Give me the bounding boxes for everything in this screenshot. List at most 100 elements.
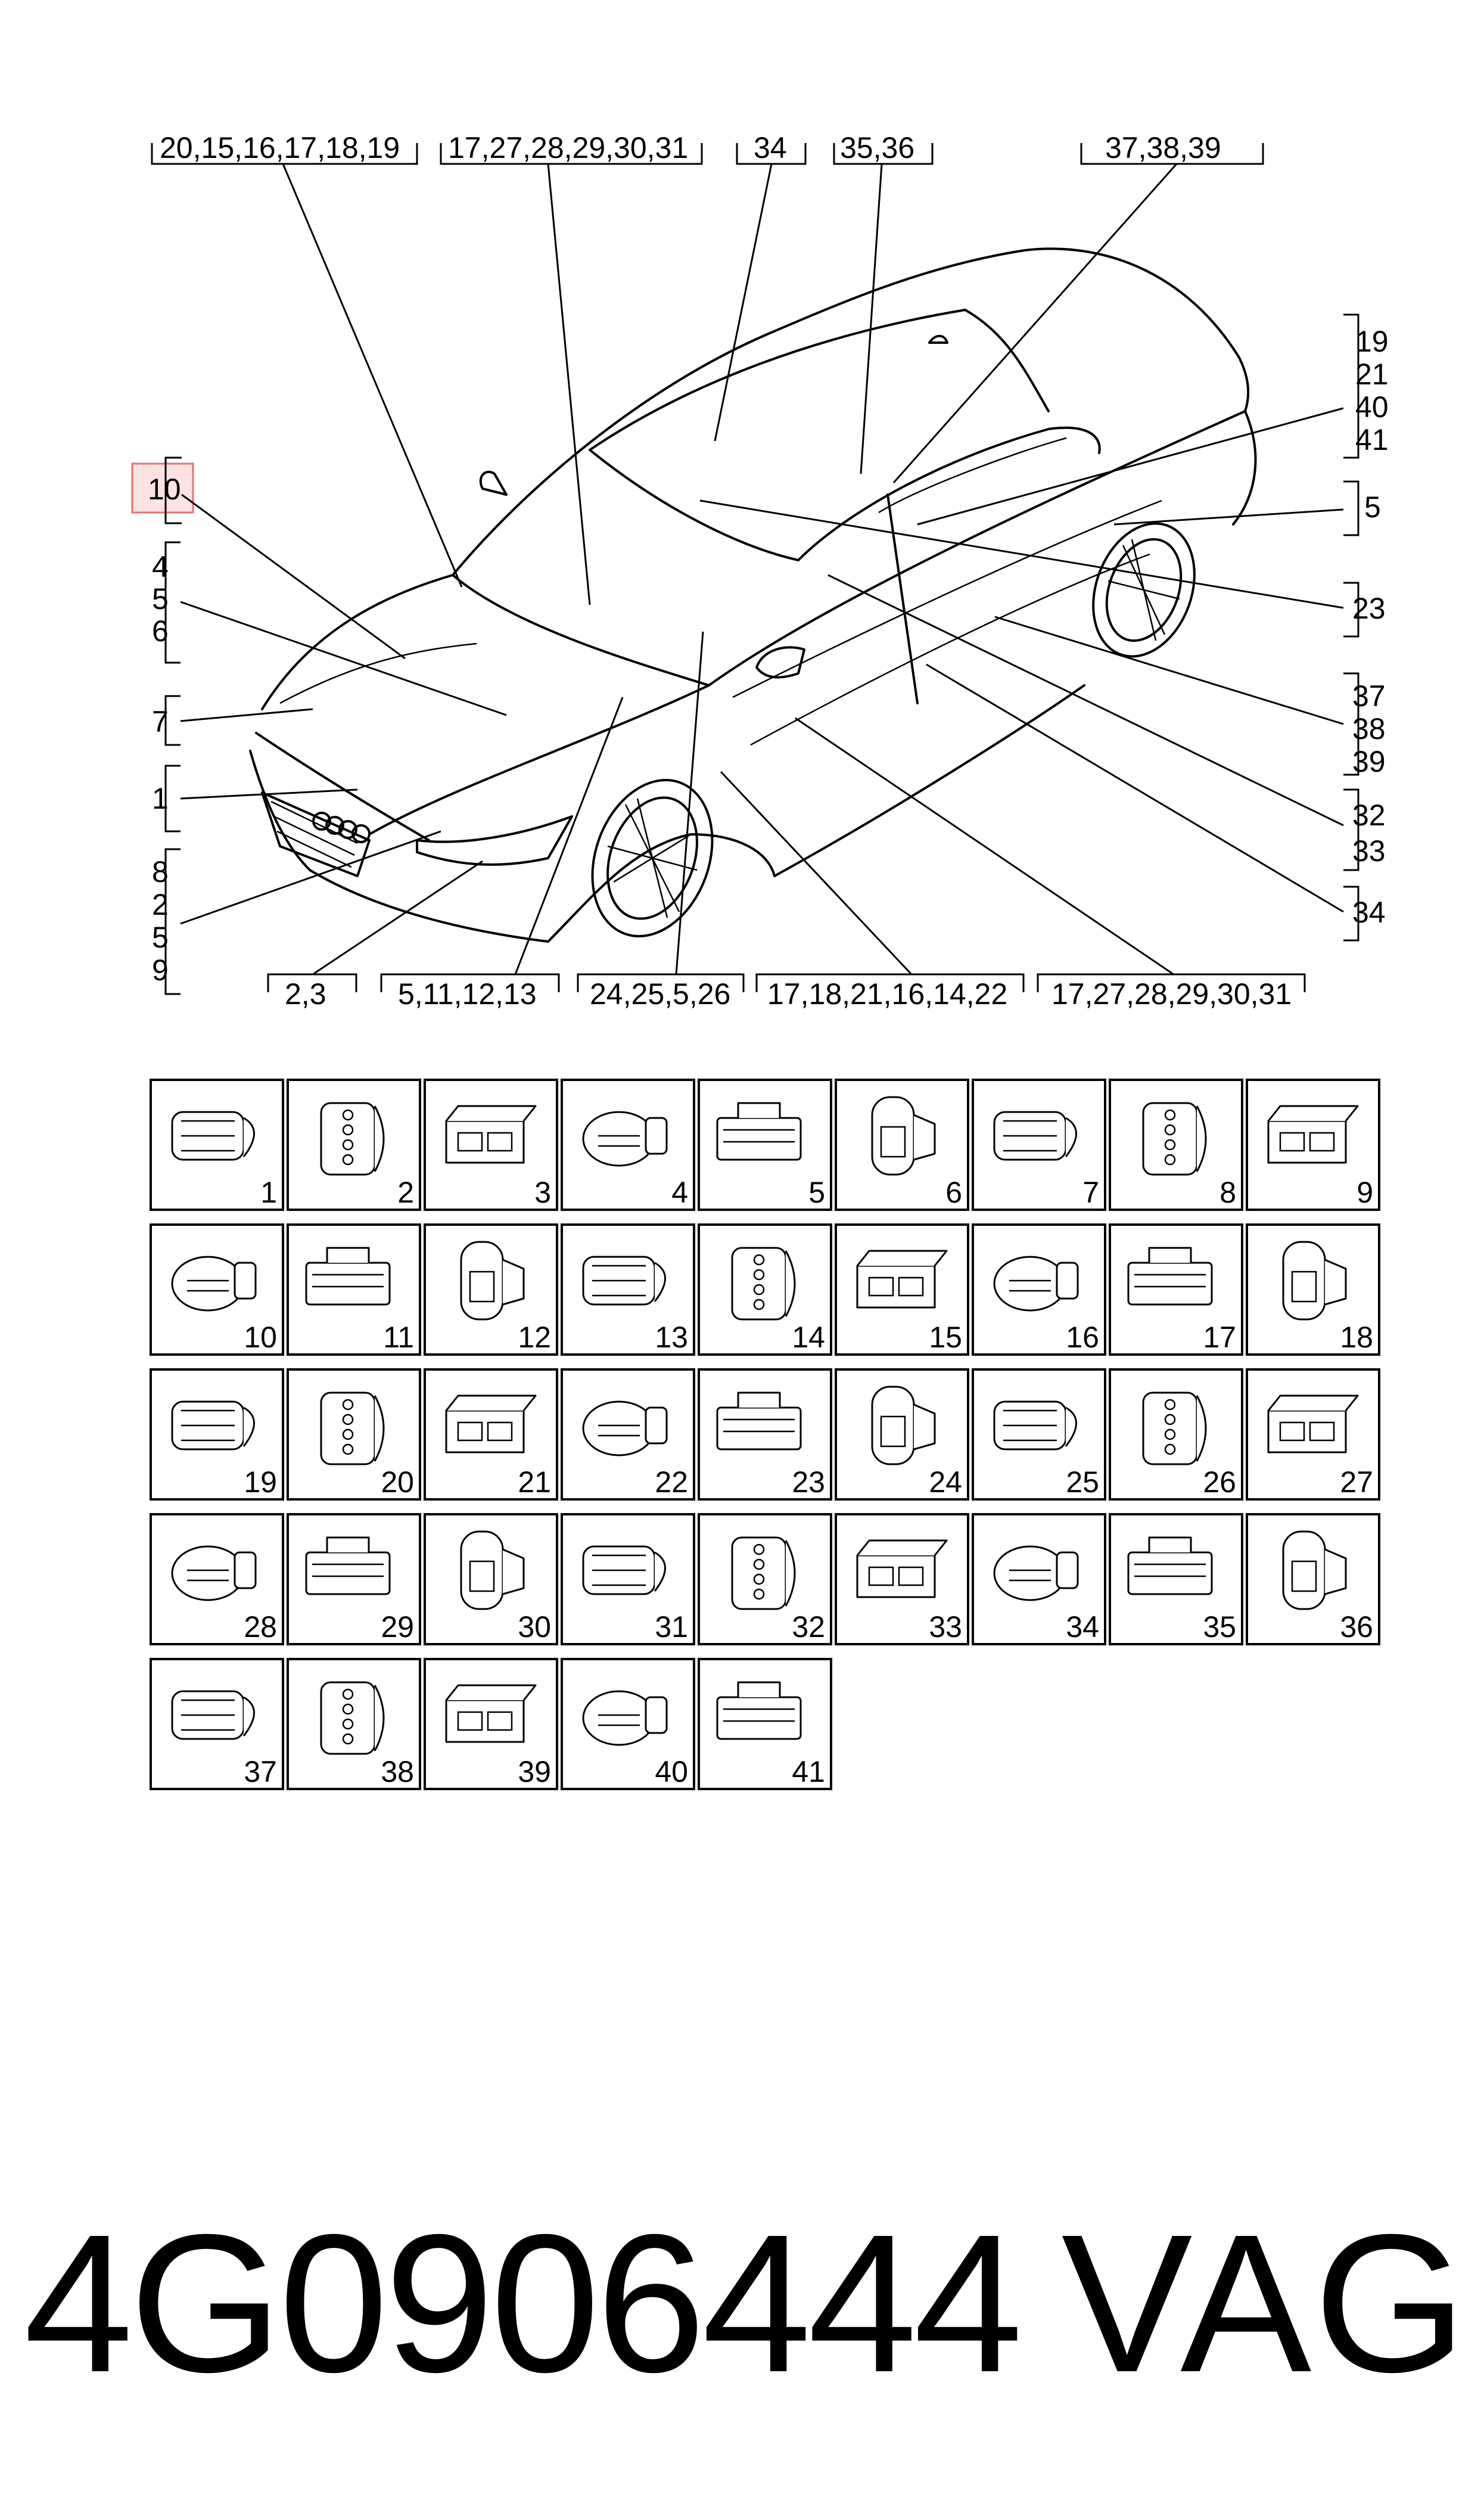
connector-number: 15 <box>929 1321 962 1354</box>
callout-bottom-2: 5,11,12,13 <box>398 977 537 1011</box>
connector-cell-41: 41 <box>698 1658 832 1790</box>
connector-cell-40: 40 <box>561 1658 695 1790</box>
connector-icon <box>171 1111 255 1161</box>
connector-cell-1: 1 <box>150 1079 284 1211</box>
connector-icon <box>305 1247 391 1306</box>
callout-left-4: 4 <box>152 550 169 583</box>
connector-number: 1 <box>260 1176 277 1209</box>
callout-left-5b: 5 <box>152 921 169 954</box>
connector-cell-38: 38 <box>287 1658 421 1790</box>
callout-right-41: 41 <box>1355 423 1389 456</box>
connector-cell-29: 29 <box>287 1513 421 1645</box>
connector-cell-14: 14 <box>698 1223 832 1356</box>
connector-number: 3 <box>534 1176 551 1209</box>
connector-icon <box>445 1105 537 1164</box>
left-callouts: 10 4 5 6 7 1 8 2 5 9 <box>131 456 194 995</box>
part-number: 4G0906444 <box>24 2193 1023 2413</box>
connector-number: 4 <box>671 1176 688 1209</box>
connector-cell-17: 17 <box>1109 1223 1243 1356</box>
connector-icon <box>445 1684 537 1743</box>
connector-number: 38 <box>381 1755 414 1788</box>
connector-cell-33: 33 <box>835 1513 969 1645</box>
connector-icon <box>716 1102 802 1161</box>
connector-icon <box>716 1681 802 1740</box>
connector-icon <box>582 1690 668 1746</box>
connector-icon <box>1142 1391 1207 1465</box>
callout-bottom-4: 17,18,21,16,14,22 <box>767 977 1007 1011</box>
connector-cell-9: 9 <box>1246 1079 1380 1211</box>
connector-icon <box>1282 1241 1347 1321</box>
connector-cell-12: 12 <box>424 1223 558 1356</box>
connector-number: 7 <box>1082 1176 1099 1209</box>
connector-cell-32: 32 <box>698 1513 832 1645</box>
connector-icon <box>582 1111 668 1167</box>
connector-icon <box>320 1102 385 1176</box>
connector-cell-11: 11 <box>287 1223 421 1356</box>
connector-number: 14 <box>792 1321 825 1354</box>
connector-icon <box>993 1111 1077 1161</box>
connector-icon <box>871 1386 936 1465</box>
connector-icon <box>582 1400 668 1456</box>
callout-left-5: 5 <box>152 582 169 616</box>
brand-name: VAG <box>1061 2193 1469 2413</box>
vehicle-connector-location-diagram: 20,15,16,17,18,19 17,27,28,29,30,31 34 3… <box>131 131 1389 1011</box>
connector-cell-3: 3 <box>424 1079 558 1211</box>
connector-number: 24 <box>929 1465 962 1499</box>
connector-icon <box>716 1391 802 1450</box>
connector-cell-30: 30 <box>424 1513 558 1645</box>
highlight-box <box>131 462 194 514</box>
connector-icon <box>856 1539 948 1598</box>
connector-icon <box>582 1545 666 1595</box>
connector-number: 26 <box>1203 1465 1236 1499</box>
connector-number: 36 <box>1340 1610 1373 1644</box>
callout-right-19: 19 <box>1355 325 1389 358</box>
connector-number: 18 <box>1340 1321 1373 1354</box>
callout-left-10: 10 <box>148 473 181 506</box>
connector-cell-37: 37 <box>150 1658 284 1790</box>
connector-number: 41 <box>792 1755 825 1788</box>
connector-cell-5: 5 <box>698 1079 832 1211</box>
connector-cell-27: 27 <box>1246 1368 1380 1501</box>
connector-icon <box>731 1247 796 1321</box>
connector-icon <box>171 1400 255 1450</box>
connector-number: 16 <box>1066 1321 1099 1354</box>
callout-right-34: 34 <box>1352 896 1386 929</box>
connector-cell-36: 36 <box>1246 1513 1380 1645</box>
connector-number: 35 <box>1203 1610 1236 1644</box>
connector-icon <box>445 1394 537 1453</box>
connector-icon <box>460 1241 525 1321</box>
connector-number: 27 <box>1340 1465 1373 1499</box>
callout-top-5: 37,38,39 <box>1105 131 1221 164</box>
callout-top-3: 34 <box>754 131 787 164</box>
connector-cell-4: 4 <box>561 1079 695 1211</box>
right-callouts: 19 21 40 41 5 23 37 38 39 32 33 34 <box>1343 313 1389 942</box>
callout-right-37: 37 <box>1352 679 1386 713</box>
callout-left-6: 6 <box>152 614 169 648</box>
callout-right-32: 32 <box>1352 799 1386 832</box>
connector-cell-16: 16 <box>972 1223 1106 1356</box>
callout-bottom-5: 17,27,28,29,30,31 <box>1051 977 1292 1011</box>
connector-cell-2: 2 <box>287 1079 421 1211</box>
connector-number: 2 <box>397 1176 414 1209</box>
connector-icon <box>320 1681 385 1755</box>
connector-number: 6 <box>945 1176 962 1209</box>
connector-cell-31: 31 <box>561 1513 695 1645</box>
top-callouts: 20,15,16,17,18,19 17,27,28,29,30,31 34 3… <box>151 131 1264 165</box>
connector-number: 37 <box>244 1755 277 1788</box>
connector-cell-24: 24 <box>835 1368 969 1501</box>
connector-cell-18: 18 <box>1246 1223 1380 1356</box>
callout-right-33: 33 <box>1352 834 1386 868</box>
connector-icon <box>171 1690 255 1740</box>
connector-icon <box>993 1400 1077 1450</box>
connector-cell-7: 7 <box>972 1079 1106 1211</box>
connector-number: 8 <box>1219 1176 1236 1209</box>
connector-number: 40 <box>655 1755 688 1788</box>
connector-icon <box>1142 1102 1207 1176</box>
connector-number: 25 <box>1066 1465 1099 1499</box>
callout-right-38: 38 <box>1352 712 1386 746</box>
connector-cell-15: 15 <box>835 1223 969 1356</box>
callout-right-5: 5 <box>1364 490 1381 524</box>
connector-cell-28: 28 <box>150 1513 284 1645</box>
callout-left-2: 2 <box>152 888 169 921</box>
connector-cell-25: 25 <box>972 1368 1106 1501</box>
